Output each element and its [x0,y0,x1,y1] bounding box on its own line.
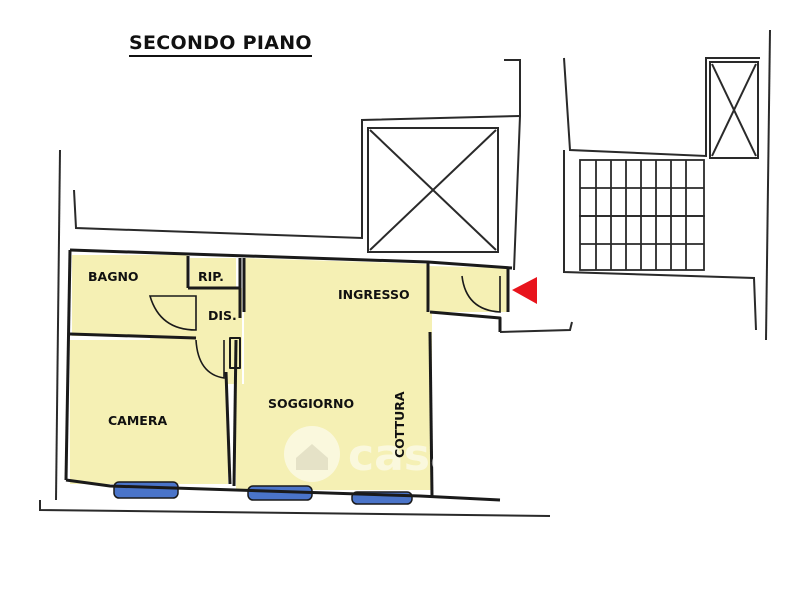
context-wall [504,59,521,271]
room-rip-area [190,258,236,288]
outer-wall [429,310,502,332]
lift-shaft [367,127,499,253]
label-dis: DIS. [208,308,237,323]
context-wall [499,321,573,333]
context-wall [765,29,771,341]
entrance-arrow-icon [512,277,537,304]
label-ingresso: INGRESSO [338,287,410,302]
watermark [284,426,340,482]
plan-title: SECONDO PIANO [129,32,312,57]
door-ingresso [461,275,501,313]
door-camera [195,339,225,379]
lift-cross [369,129,497,251]
outer-wall [64,249,72,481]
label-cottura: COTTURA [392,391,407,458]
label-rip: RIP. [198,269,224,284]
column [229,337,241,369]
room-camera-area [70,340,228,484]
door-bagno [148,295,197,331]
stair-flight [579,215,705,271]
wall-bagno-camera [69,332,197,340]
doors [148,275,501,379]
label-soggiorno: SOGGIORNO [268,396,354,411]
window [113,481,179,499]
outer-wall [65,478,501,502]
context-wall [73,115,521,240]
wall-soggiorno-left [232,339,238,487]
lift-cross [711,63,757,157]
building-context [39,29,771,517]
context-wall [563,150,757,331]
context-wall [39,500,551,517]
context-wall [55,149,61,501]
lift-shaft-2 [709,61,759,159]
room-ingresso-area [428,266,508,312]
label-bagno: BAGNO [88,269,139,284]
walls [64,248,513,502]
outer-wall [428,331,434,497]
wall-camera-dis [224,371,232,485]
context-wall [563,57,760,158]
room-soggiorno-area [236,258,432,490]
label-camera: CAMERA [108,413,167,428]
watermark-text: casa.it [348,430,512,481]
stairs [579,159,705,271]
